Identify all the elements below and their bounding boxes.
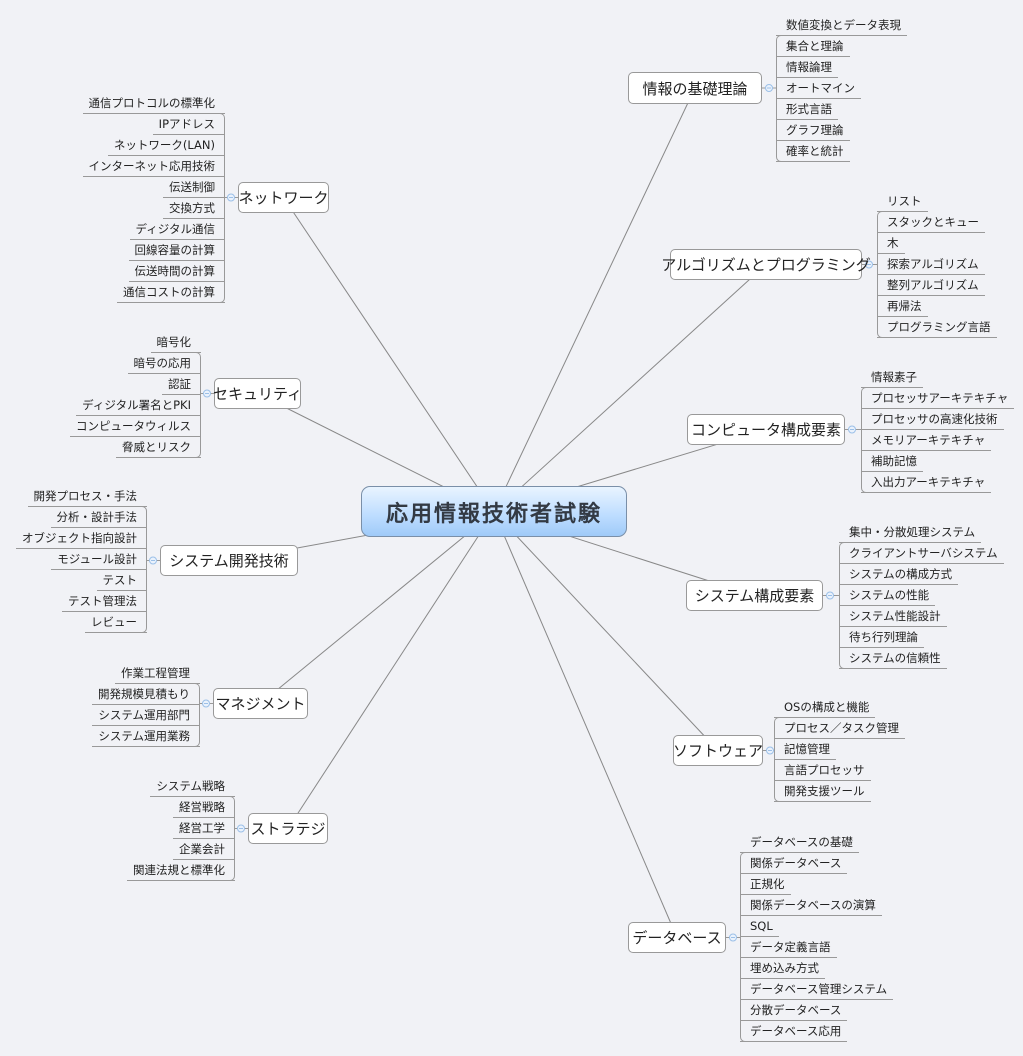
subtopic-item[interactable]: スタックとキュー [877, 212, 985, 233]
subtopic-item[interactable]: オブジェクト指向設計 [16, 528, 147, 549]
branch-line [493, 511, 719, 751]
subtopic-item[interactable]: システムの構成方式 [839, 564, 959, 585]
subtopic-item[interactable]: ディジタル署名とPKI [76, 395, 201, 416]
subtopic-item[interactable]: 探索アルゴリズム [877, 254, 985, 275]
subtopic-item[interactable]: 数値変換とデータ表現 [776, 15, 907, 36]
subtopic-item[interactable]: オートマイン [776, 78, 861, 99]
subtopic-item[interactable]: 通信コストの計算 [117, 282, 225, 303]
subtopic-item[interactable]: プロセッサアーキテキチャ [861, 388, 1015, 409]
subtopic-item[interactable]: 待ち行列理論 [839, 627, 924, 648]
subtopic-item[interactable]: データベースの基礎 [740, 832, 859, 853]
subtopic-item[interactable]: 開発規模見積もり [92, 684, 200, 705]
subtopic-item[interactable]: OSの構成と機能 [774, 697, 876, 718]
subtopic-item[interactable]: 再帰法 [877, 296, 928, 317]
subtopic-item[interactable]: 経営工学 [173, 818, 235, 839]
subtopic-item[interactable]: 回線容量の計算 [128, 240, 225, 261]
subtopic-item[interactable]: 通信プロトコルの標準化 [82, 93, 225, 114]
subtopic-item[interactable]: データ定義言語 [740, 937, 837, 958]
branch-line [493, 87, 696, 513]
topic-10[interactable]: マネジメント [213, 688, 308, 719]
subtopic-item[interactable]: 伝送時間の計算 [128, 261, 225, 282]
subtopic-item[interactable]: 整列アルゴリズム [877, 275, 985, 296]
central-topic[interactable]: 応用情報技術者試験 [361, 486, 627, 537]
subtopic-item[interactable]: 情報論理 [776, 57, 838, 78]
subtopic-item[interactable]: レビュー [85, 612, 147, 633]
subtopic-item[interactable]: 木 [877, 233, 905, 254]
subtopic-item[interactable]: プログラミング言語 [877, 317, 997, 338]
subtopic-item[interactable]: 関係データベースの演算 [740, 895, 882, 916]
subtopic-item[interactable]: 集中・分散処理システム [839, 522, 982, 543]
subtopic-item[interactable]: 形式言語 [776, 99, 838, 120]
subtopic-item[interactable]: クライアントサーバシステム [839, 543, 1004, 564]
branch-line [287, 511, 495, 829]
subtopic-item[interactable]: テスト [96, 570, 147, 591]
subtopic-item[interactable]: 集合と理論 [776, 36, 850, 57]
subtopic-item[interactable]: 認証 [162, 374, 201, 395]
subtopic-item[interactable]: 企業会計 [173, 839, 235, 860]
subtopic-item[interactable]: メモリアーキテキチャ [861, 430, 992, 451]
subtopic-item[interactable]: リスト [877, 191, 928, 212]
subtopic-item[interactable]: システム戦略 [150, 776, 235, 797]
topic-4[interactable]: システム構成要素 [686, 580, 823, 611]
subtopic-item[interactable]: IPアドレス [152, 114, 225, 135]
subtopic-item[interactable]: システム運用業務 [92, 726, 200, 747]
branch-line [493, 511, 678, 938]
subtopic-item[interactable]: 暗号の応用 [127, 353, 201, 374]
subtopic-item[interactable]: システムの信頼性 [839, 648, 947, 669]
subtopic-item[interactable]: 確率と統計 [776, 141, 850, 162]
topic-1[interactable]: 情報の基礎理論 [628, 72, 762, 104]
subtopic-item[interactable]: 脅威とリスク [116, 437, 201, 458]
subtopic-item[interactable]: 伝送制御 [163, 177, 225, 198]
subtopic-item[interactable]: 記憶管理 [774, 739, 836, 760]
subtopic-item[interactable]: ネットワーク(LAN) [107, 135, 225, 156]
subtopic-item[interactable]: 分散データベース [740, 1000, 848, 1021]
topic-5[interactable]: ソフトウェア [673, 735, 763, 766]
subtopic-item[interactable]: 情報素子 [861, 367, 923, 388]
subtopic-item[interactable]: インターネット応用技術 [82, 156, 225, 177]
subtopic-item[interactable]: 開発プロセス・手法 [27, 486, 147, 507]
subtopic-item[interactable]: 分析・設計手法 [50, 507, 147, 528]
subtopic-item[interactable]: コンピュータウィルス [70, 416, 201, 437]
subtopic-item[interactable]: ディジタル通信 [129, 219, 225, 240]
topic-2[interactable]: アルゴリズムとプログラミング [661, 249, 871, 280]
subtopic-item[interactable]: 暗号化 [150, 332, 201, 353]
subtopic-item[interactable]: SQL [740, 916, 779, 937]
subtopic-item[interactable]: 交換方式 [163, 198, 225, 219]
topic-11[interactable]: ストラテジ [248, 813, 328, 844]
subtopic-item[interactable]: データベース応用 [740, 1021, 848, 1042]
subtopic-item[interactable]: 入出力アーキテキチャ [861, 472, 992, 493]
subtopic-item[interactable]: 関係データベース [740, 853, 848, 874]
subtopic-item[interactable]: 作業工程管理 [115, 663, 200, 684]
subtopic-item[interactable]: プロセッサの高速化技術 [861, 409, 1004, 430]
topic-6[interactable]: データベース [628, 922, 726, 953]
topic-9[interactable]: システム開発技術 [160, 545, 298, 576]
subtopic-item[interactable]: グラフ理論 [776, 120, 850, 141]
subtopic-item[interactable]: モジュール設計 [51, 549, 147, 570]
topic-7[interactable]: ネットワーク [238, 182, 329, 213]
subtopic-item[interactable]: 開発支援ツール [774, 781, 871, 802]
subtopic-item[interactable]: テスト管理法 [62, 591, 147, 612]
subtopic-item[interactable]: プロセス／タスク管理 [774, 718, 905, 739]
subtopic-item[interactable]: システムの性能 [839, 585, 936, 606]
subtopic-item[interactable]: 関連法規と標準化 [127, 860, 235, 881]
subtopic-item[interactable]: 補助記憶 [861, 451, 923, 472]
subtopic-item[interactable]: データベース管理システム [740, 979, 894, 1000]
subtopic-item[interactable]: 正規化 [740, 874, 791, 895]
subtopic-item[interactable]: システム性能設計 [839, 606, 947, 627]
subtopic-item[interactable]: 経営戦略 [173, 797, 235, 818]
topic-3[interactable]: コンピュータ構成要素 [687, 414, 845, 445]
subtopic-item[interactable]: 埋め込み方式 [740, 958, 825, 979]
subtopic-item[interactable]: 言語プロセッサ [774, 760, 871, 781]
branch-line [493, 264, 767, 513]
subtopic-item[interactable]: システム運用部門 [92, 705, 200, 726]
branch-line [260, 511, 495, 704]
branch-line [283, 197, 495, 513]
topic-8[interactable]: セキュリティ [213, 378, 302, 409]
